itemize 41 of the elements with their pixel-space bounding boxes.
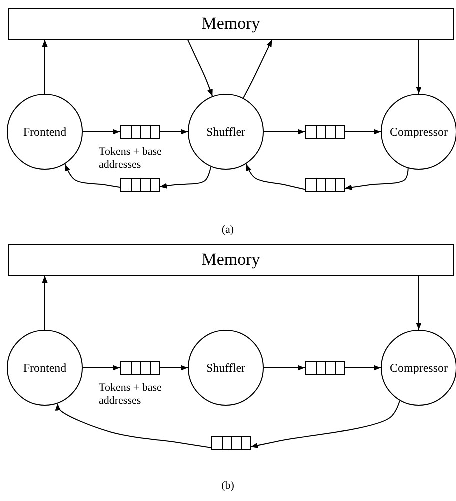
arrow (264, 129, 306, 135)
arrow (82, 365, 120, 371)
arrow (243, 40, 273, 99)
arrow (416, 276, 422, 330)
annotation-text: Tokens + base addresses (99, 382, 163, 408)
arrow (344, 129, 382, 135)
arrow (344, 365, 382, 371)
node-label: Compressor (390, 360, 448, 376)
arrow (160, 129, 188, 135)
arrow (246, 164, 306, 190)
arrow (344, 168, 409, 190)
node-label: Frontend (23, 124, 67, 140)
arrow (82, 129, 120, 135)
queue-box (120, 125, 160, 139)
node-label: Memory (202, 14, 260, 34)
arrow (160, 365, 188, 371)
node-label: Frontend (23, 360, 67, 376)
queue-box (120, 361, 160, 375)
queue-box (211, 436, 251, 450)
figure-caption: (b) (220, 480, 236, 493)
annotation-text: Tokens + base addresses (99, 146, 163, 172)
queue-box (120, 178, 160, 192)
queue-box (305, 178, 345, 192)
arrow (416, 40, 422, 94)
figure-caption: (a) (220, 224, 236, 237)
arrow (42, 40, 48, 94)
memory-box (8, 244, 454, 276)
node-label: Compressor (390, 124, 448, 140)
arrow (250, 400, 400, 448)
arrow (160, 166, 212, 189)
queue-box (305, 361, 345, 375)
memory-box (8, 8, 454, 40)
arrow (64, 164, 120, 188)
arrow (55, 403, 212, 448)
arrow (42, 276, 48, 330)
arrow (188, 40, 214, 97)
node-label: Shuffler (206, 360, 246, 376)
queue-box (305, 125, 345, 139)
node-label: Shuffler (206, 124, 246, 140)
arrow (264, 365, 306, 371)
node-label: Memory (202, 250, 260, 270)
